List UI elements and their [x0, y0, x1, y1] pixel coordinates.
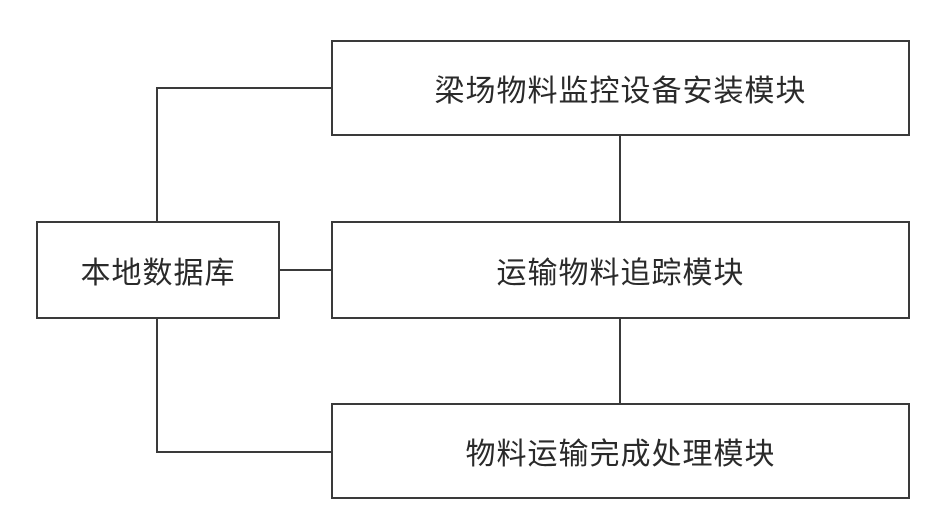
connector-db-to-install-vertical — [156, 87, 158, 222]
connector-db-to-finish-horizontal — [156, 451, 332, 453]
connector-tracking-to-finish — [619, 319, 621, 404]
install-module-box: 梁场物料监控设备安装模块 — [331, 40, 910, 136]
finish-module-label: 物料运输完成处理模块 — [466, 429, 776, 473]
local-database-box: 本地数据库 — [36, 221, 280, 319]
connector-install-to-tracking — [619, 136, 621, 222]
tracking-module-label: 运输物料追踪模块 — [497, 248, 745, 292]
tracking-module-box: 运输物料追踪模块 — [331, 221, 910, 319]
install-module-label: 梁场物料监控设备安装模块 — [435, 66, 807, 110]
finish-module-box: 物料运输完成处理模块 — [331, 403, 910, 499]
connector-db-to-install-horizontal — [156, 87, 332, 89]
local-database-label: 本地数据库 — [81, 248, 236, 292]
connector-db-to-finish-vertical — [156, 319, 158, 452]
connector-db-to-tracking — [280, 269, 332, 271]
